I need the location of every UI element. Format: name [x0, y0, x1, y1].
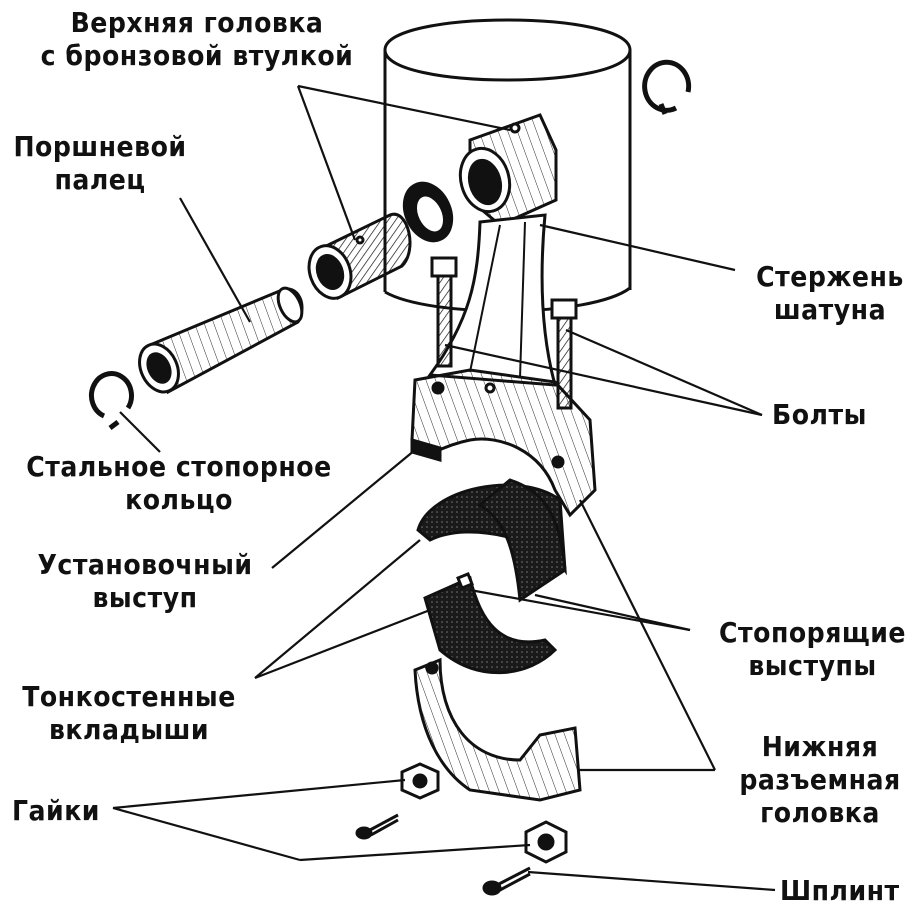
label-locking-lugs-line2: выступы	[748, 649, 877, 682]
label-locating-lug: Установочный выступ	[20, 548, 270, 614]
cotter-pin-upper-icon	[355, 813, 399, 840]
label-thin-shells-line2: вкладыши	[48, 713, 210, 746]
lower-bearing-shell	[423, 572, 558, 674]
label-piston-pin-line1: Поршневой	[13, 130, 187, 163]
upper-bearing-shell	[416, 478, 567, 603]
label-locking-lugs-line1: Стопорящие	[719, 616, 906, 649]
label-lower-cap-line1: Нижняя	[761, 730, 879, 763]
bolt-left-icon	[430, 256, 458, 368]
label-steel-ring: Стальное стопорное кольцо	[4, 450, 354, 516]
leader-lines	[112, 84, 776, 892]
label-bolts: Болты	[772, 398, 867, 431]
circlip-upper-icon	[642, 59, 692, 115]
label-upper-head: Верхняя головка с бронзовой втулкой	[12, 6, 382, 72]
circlip-lower-icon	[89, 371, 134, 430]
label-upper-head-line2: с бронзовой втулкой	[40, 39, 354, 72]
label-steel-ring-line2: кольцо	[125, 483, 233, 516]
label-thin-shells-line1: Тонкостенные	[22, 680, 236, 713]
label-lower-cap-line2: разъемная	[739, 763, 901, 796]
label-rod-shank-line2: шатуна	[773, 293, 887, 326]
lower-cap	[413, 657, 582, 802]
bronze-bushing	[307, 212, 412, 301]
rod-big-end	[410, 368, 597, 518]
label-nuts-line1: Гайки	[12, 794, 100, 827]
label-piston-pin: Поршневой палец	[0, 130, 200, 196]
label-locating-lug-line1: Установочный	[37, 548, 253, 581]
label-locating-lug-line2: выступ	[92, 581, 198, 614]
label-thin-shells: Тонкостенные вкладыши	[4, 680, 254, 746]
cotter-pin-lower-icon	[482, 866, 531, 896]
label-rod-shank-line1: Стержень	[756, 260, 904, 293]
label-lower-cap-line3: головка	[760, 796, 880, 829]
bolt-right-icon	[550, 298, 578, 410]
label-cotter-pin-line1: Шплинт	[780, 874, 900, 907]
nut-upper-icon	[400, 762, 440, 800]
nut-lower-icon	[524, 820, 568, 864]
piston-boss	[402, 181, 454, 243]
rod-upper-head	[458, 113, 558, 227]
label-rod-shank: Стержень шатуна	[740, 260, 920, 326]
label-cotter-pin: Шплинт	[780, 874, 900, 907]
label-bolts-line1: Болты	[772, 398, 867, 431]
label-nuts: Гайки	[12, 794, 100, 827]
label-steel-ring-line1: Стальное стопорное	[26, 450, 332, 483]
piston-pin	[138, 286, 304, 395]
label-locking-lugs: Стопорящие выступы	[705, 616, 920, 682]
label-piston-pin-line2: палец	[54, 163, 146, 196]
label-upper-head-line1: Верхняя головка	[70, 6, 324, 39]
label-lower-cap: Нижняя разъемная головка	[720, 730, 920, 829]
